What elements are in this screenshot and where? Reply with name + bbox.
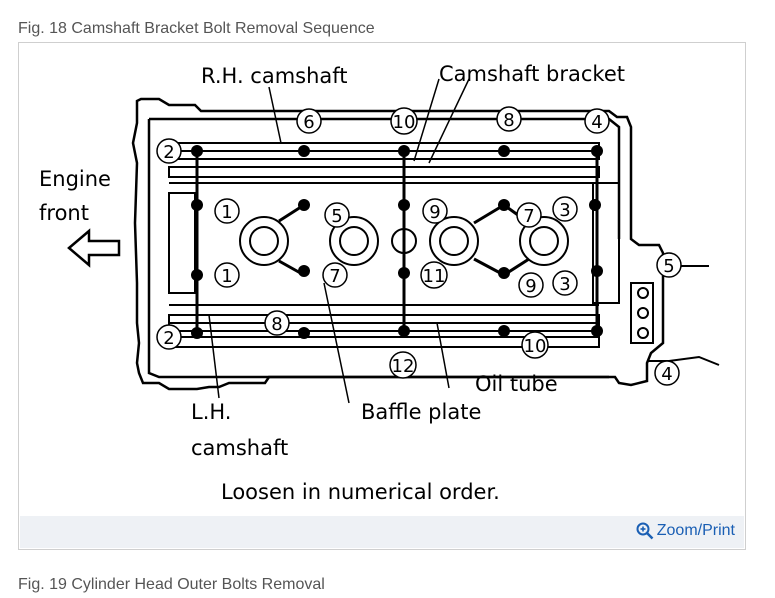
bolt-heads	[191, 145, 603, 339]
bolt-label-row3-9: 9	[525, 276, 536, 297]
bolt-head	[498, 199, 510, 211]
bolt-head	[498, 267, 510, 279]
camshaft-bracket-diagram: 2 6 10 8 4 1 5 9 7 3 1 7 11 9 3 2 8 12 1…	[39, 62, 720, 504]
bolt-number-labels: 2 6 10 8 4 1 5 9 7 3 1 7 11 9 3 2 8 12 1…	[163, 110, 674, 385]
bolt-label-bot-10: 10	[524, 336, 547, 357]
label-front: front	[39, 201, 89, 225]
bolt-head	[298, 327, 310, 339]
callout-labels: R.H. camshaft Camshaft bracket Engine fr…	[39, 62, 625, 504]
label-camshaft: camshaft	[191, 436, 288, 460]
bolt-head	[398, 199, 410, 211]
label-engine: Engine	[39, 167, 111, 191]
bolt-label-top-2: 2	[163, 142, 174, 163]
zoom-print-label: Zoom/Print	[656, 522, 735, 539]
magnifier-plus-icon	[636, 522, 654, 540]
bracket-braces	[195, 151, 599, 333]
bolt-label-row2-3: 3	[559, 200, 570, 221]
zoom-bar: Zoom/Print	[20, 516, 744, 548]
center-rail	[168, 182, 620, 306]
bolt-label-bot-8: 8	[271, 314, 282, 335]
bolt-label-row3-1: 1	[221, 266, 232, 287]
label-rh-camshaft: R.H. camshaft	[201, 64, 348, 88]
bolt-label-side-5: 5	[663, 256, 674, 277]
bolt-label-bot-12: 12	[392, 356, 415, 377]
rh-camshaft	[168, 142, 600, 178]
bolt-label-bot-2: 2	[163, 328, 174, 349]
bolt-label-row2-9: 9	[429, 202, 440, 223]
bolt-label-top-10: 10	[393, 112, 416, 133]
bolt-head	[591, 265, 603, 277]
bolt-label-row2-1: 1	[221, 202, 232, 223]
bolt-label-top-4: 4	[591, 112, 602, 133]
label-oil-tube: Oil tube	[475, 372, 558, 396]
leader-lines	[208, 78, 470, 404]
bolt-head	[498, 325, 510, 337]
bolt-label-top-8: 8	[503, 110, 514, 131]
bolt-label-row2-7: 7	[523, 206, 534, 227]
arrow-left-icon	[67, 228, 121, 268]
bolt-head	[398, 267, 410, 279]
bolt-head	[191, 269, 203, 281]
spark-plug-bores	[239, 216, 569, 266]
bolt-head	[398, 145, 410, 157]
bolt-label-row3-3: 3	[559, 274, 570, 295]
bolt-head	[591, 145, 603, 157]
bolt-head	[191, 199, 203, 211]
bolt-label-top-6: 6	[303, 112, 314, 133]
bolt-head	[591, 325, 603, 337]
figure-18-title: Fig. 18 Camshaft Bracket Bolt Removal Se…	[18, 20, 375, 37]
label-camshaft-bracket: Camshaft bracket	[439, 62, 625, 86]
bolt-head	[298, 199, 310, 211]
label-instruction: Loosen in numerical order.	[221, 480, 500, 504]
bolt-label-side-4: 4	[661, 364, 672, 385]
bolt-head	[298, 145, 310, 157]
bolt-head	[191, 327, 203, 339]
bolt-head	[398, 325, 410, 337]
bolt-number-circles	[156, 106, 682, 386]
bolt-head	[298, 265, 310, 277]
bolt-head	[191, 145, 203, 157]
bolt-label-row3-11: 11	[423, 266, 446, 287]
label-lh: L.H.	[191, 400, 231, 424]
label-baffle-plate: Baffle plate	[361, 400, 481, 424]
bolt-head	[498, 145, 510, 157]
bolt-head	[589, 199, 601, 211]
zoom-print-link[interactable]: Zoom/Print	[636, 522, 735, 540]
bolt-label-row2-5: 5	[331, 206, 342, 227]
figure-18-container: 2 6 10 8 4 1 5 9 7 3 1 7 11 9 3 2 8 12 1…	[18, 42, 746, 550]
end-cap-detail	[630, 265, 720, 366]
bolt-label-row3-7: 7	[329, 266, 340, 287]
figure-19-title: Fig. 19 Cylinder Head Outer Bolts Remova…	[18, 576, 325, 593]
